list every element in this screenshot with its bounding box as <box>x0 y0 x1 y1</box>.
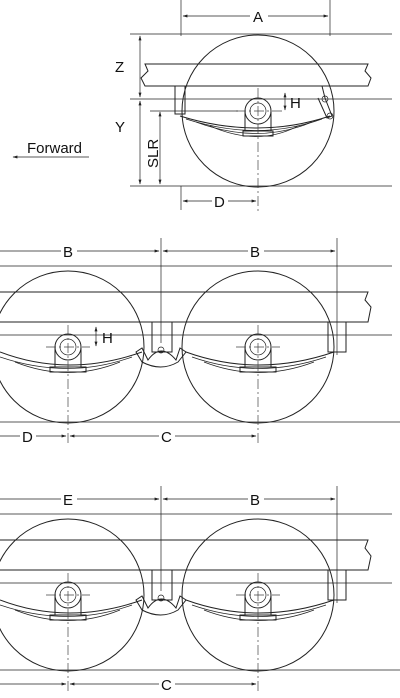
dim-label-B-bottom: B <box>250 492 260 509</box>
dim-label-A: A <box>253 9 263 26</box>
frame-rail-tandem <box>0 291 372 323</box>
dim-label-Z: Z <box>115 59 124 76</box>
front-hanger <box>174 86 186 115</box>
tandem-axle-view-e: E B C <box>0 486 400 694</box>
dim-label-H-mid: H <box>102 330 113 347</box>
rear-shackle <box>317 85 333 119</box>
dim-label-H-top: H <box>290 95 301 112</box>
equalizer <box>135 347 187 368</box>
frame-rail <box>140 63 372 87</box>
dim-label-Y: Y <box>115 119 125 136</box>
dim-label-D-top: D <box>214 194 225 211</box>
dim-label-C-mid: C <box>161 429 172 446</box>
dim-label-SLR: SLR <box>145 139 162 168</box>
tandem-axle-view: B B H D C <box>0 238 400 446</box>
dim-label-E: E <box>63 492 73 509</box>
single-axle-view: A Z Y SLR H Forward D <box>12 0 392 212</box>
dim-label-C-bottom: C <box>161 677 172 694</box>
dim-label-B-left: B <box>63 244 73 261</box>
dim-label-B-right: B <box>250 244 260 261</box>
leaf-spring <box>179 115 331 129</box>
dim-label-D-mid: D <box>22 429 33 446</box>
forward-label: Forward <box>27 140 82 157</box>
